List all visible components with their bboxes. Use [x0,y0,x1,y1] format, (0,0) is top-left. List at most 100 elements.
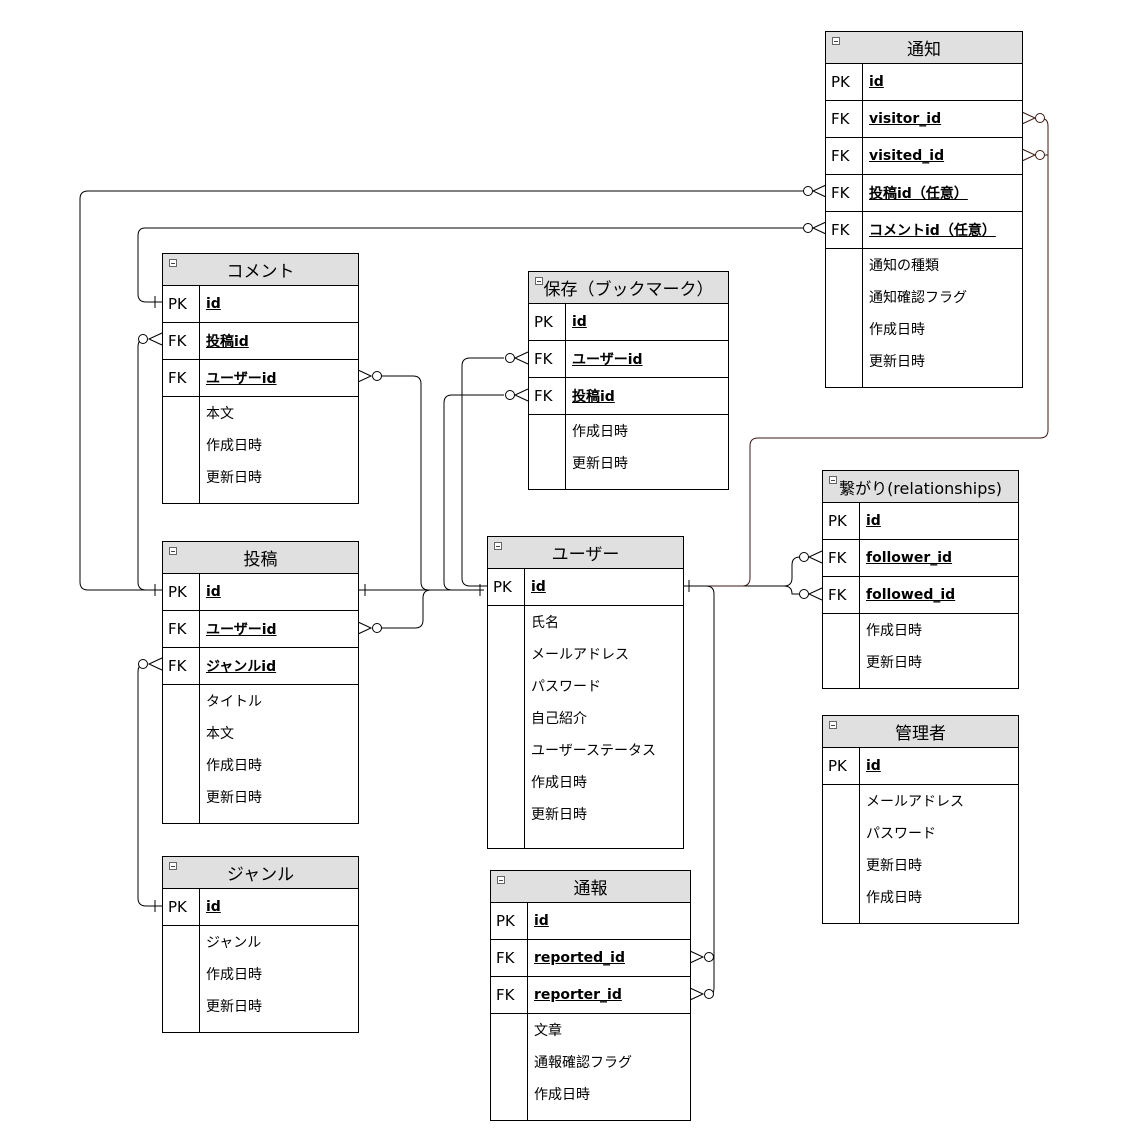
attribute: 通報確認フラグ [534,1055,632,1071]
key-row: PK id [823,748,1018,785]
key-type: PK [831,73,850,91]
key-name: id [206,584,221,600]
key-type: PK [534,313,553,331]
attribute-list: 文章 通報確認フラグ 作成日時 [491,1014,690,1120]
table-admin: 管理者 PK id メールアドレス パスワード 更新日時 作成日時 [822,715,1019,924]
table-genre: ジャンル PK id ジャンル 作成日時 更新日時 [162,856,359,1033]
table-header: 通知 [826,32,1022,64]
key-type: FK [168,620,187,638]
edge-user-follower [683,556,801,587]
collapse-icon[interactable] [494,542,502,550]
key-row: FK reported_id [491,940,690,977]
table-title: 管理者 [895,724,946,744]
key-row: FK 投稿id [529,378,728,415]
attribute: 自己紹介 [531,711,587,727]
key-name: 投稿id（任意） [869,186,968,202]
table-header: 通報 [491,871,690,903]
attribute-list: 通知の種類 通知確認フラグ 作成日時 更新日時 [826,249,1022,387]
key-name: reported_id [534,950,625,966]
attribute: 更新日時 [206,999,262,1015]
attribute: 更新日時 [206,470,262,486]
key-name: id [866,513,881,529]
attribute: 更新日時 [869,354,925,370]
key-type: PK [496,912,515,930]
table-header: ユーザー [488,537,683,569]
table-header: 保存（ブックマーク） [529,272,728,304]
attribute: 通知の種類 [869,258,939,274]
collapse-icon[interactable] [832,37,840,45]
key-type: FK [828,586,847,604]
collapse-icon[interactable] [497,876,505,884]
table-title: 通報 [573,879,608,899]
attribute: 作成日時 [206,967,262,983]
collapse-icon[interactable] [535,277,543,285]
key-type: FK [168,332,187,350]
key-type: FK [831,184,850,202]
attribute: 通知確認フラグ [869,290,967,306]
edge-user-report [689,585,715,995]
table-title: 繋がり(relationships) [839,478,1002,498]
table-title: 保存（ブックマーク） [543,280,714,300]
key-row: FK 投稿id（任意） [826,175,1022,212]
key-type: PK [168,295,187,313]
key-name: 投稿id [206,334,249,350]
table-header: ジャンル [163,857,358,889]
key-name: id [866,758,881,774]
attribute: パスワード [866,826,936,842]
key-name: 投稿id [572,389,615,405]
attribute: 作成日時 [206,438,262,454]
table-header: コメント [163,254,358,286]
collapse-icon[interactable] [169,862,177,870]
attribute: 作成日時 [869,322,925,338]
key-type: PK [493,578,512,596]
collapse-icon[interactable] [829,476,837,484]
attribute: 更新日時 [572,456,628,472]
attribute-list: メールアドレス パスワード 更新日時 作成日時 [823,785,1018,923]
key-name: id [206,899,221,915]
attribute-list: 氏名 メールアドレス パスワード 自己紹介 ユーザーステータス 作成日時 更新日… [488,606,683,848]
key-type: FK [168,369,187,387]
key-type: FK [828,549,847,567]
attribute-list: 作成日時 更新日時 [823,614,1018,688]
key-name: ユーザーid [572,352,643,368]
table-header: 投稿 [163,542,358,574]
attribute: メールアドレス [531,647,629,663]
collapse-icon[interactable] [169,547,177,555]
edge-comment-post [137,338,155,591]
key-type: FK [534,387,553,405]
attribute: 作成日時 [866,623,922,639]
key-type: PK [828,757,847,775]
collapse-icon[interactable] [829,721,837,729]
attribute: 作成日時 [531,775,587,791]
attribute-list: 本文 作成日時 更新日時 [163,397,358,503]
attribute: 氏名 [531,615,559,631]
key-type: FK [496,949,515,967]
edge-user-followed [683,585,800,595]
attribute: ジャンル [206,935,262,951]
key-type: FK [831,221,850,239]
collapse-icon[interactable] [169,259,177,267]
key-name: reporter_id [534,987,622,1003]
key-type: PK [168,898,187,916]
attribute: タイトル [206,694,262,710]
attribute: 更新日時 [866,858,922,874]
attribute: 本文 [206,406,234,422]
